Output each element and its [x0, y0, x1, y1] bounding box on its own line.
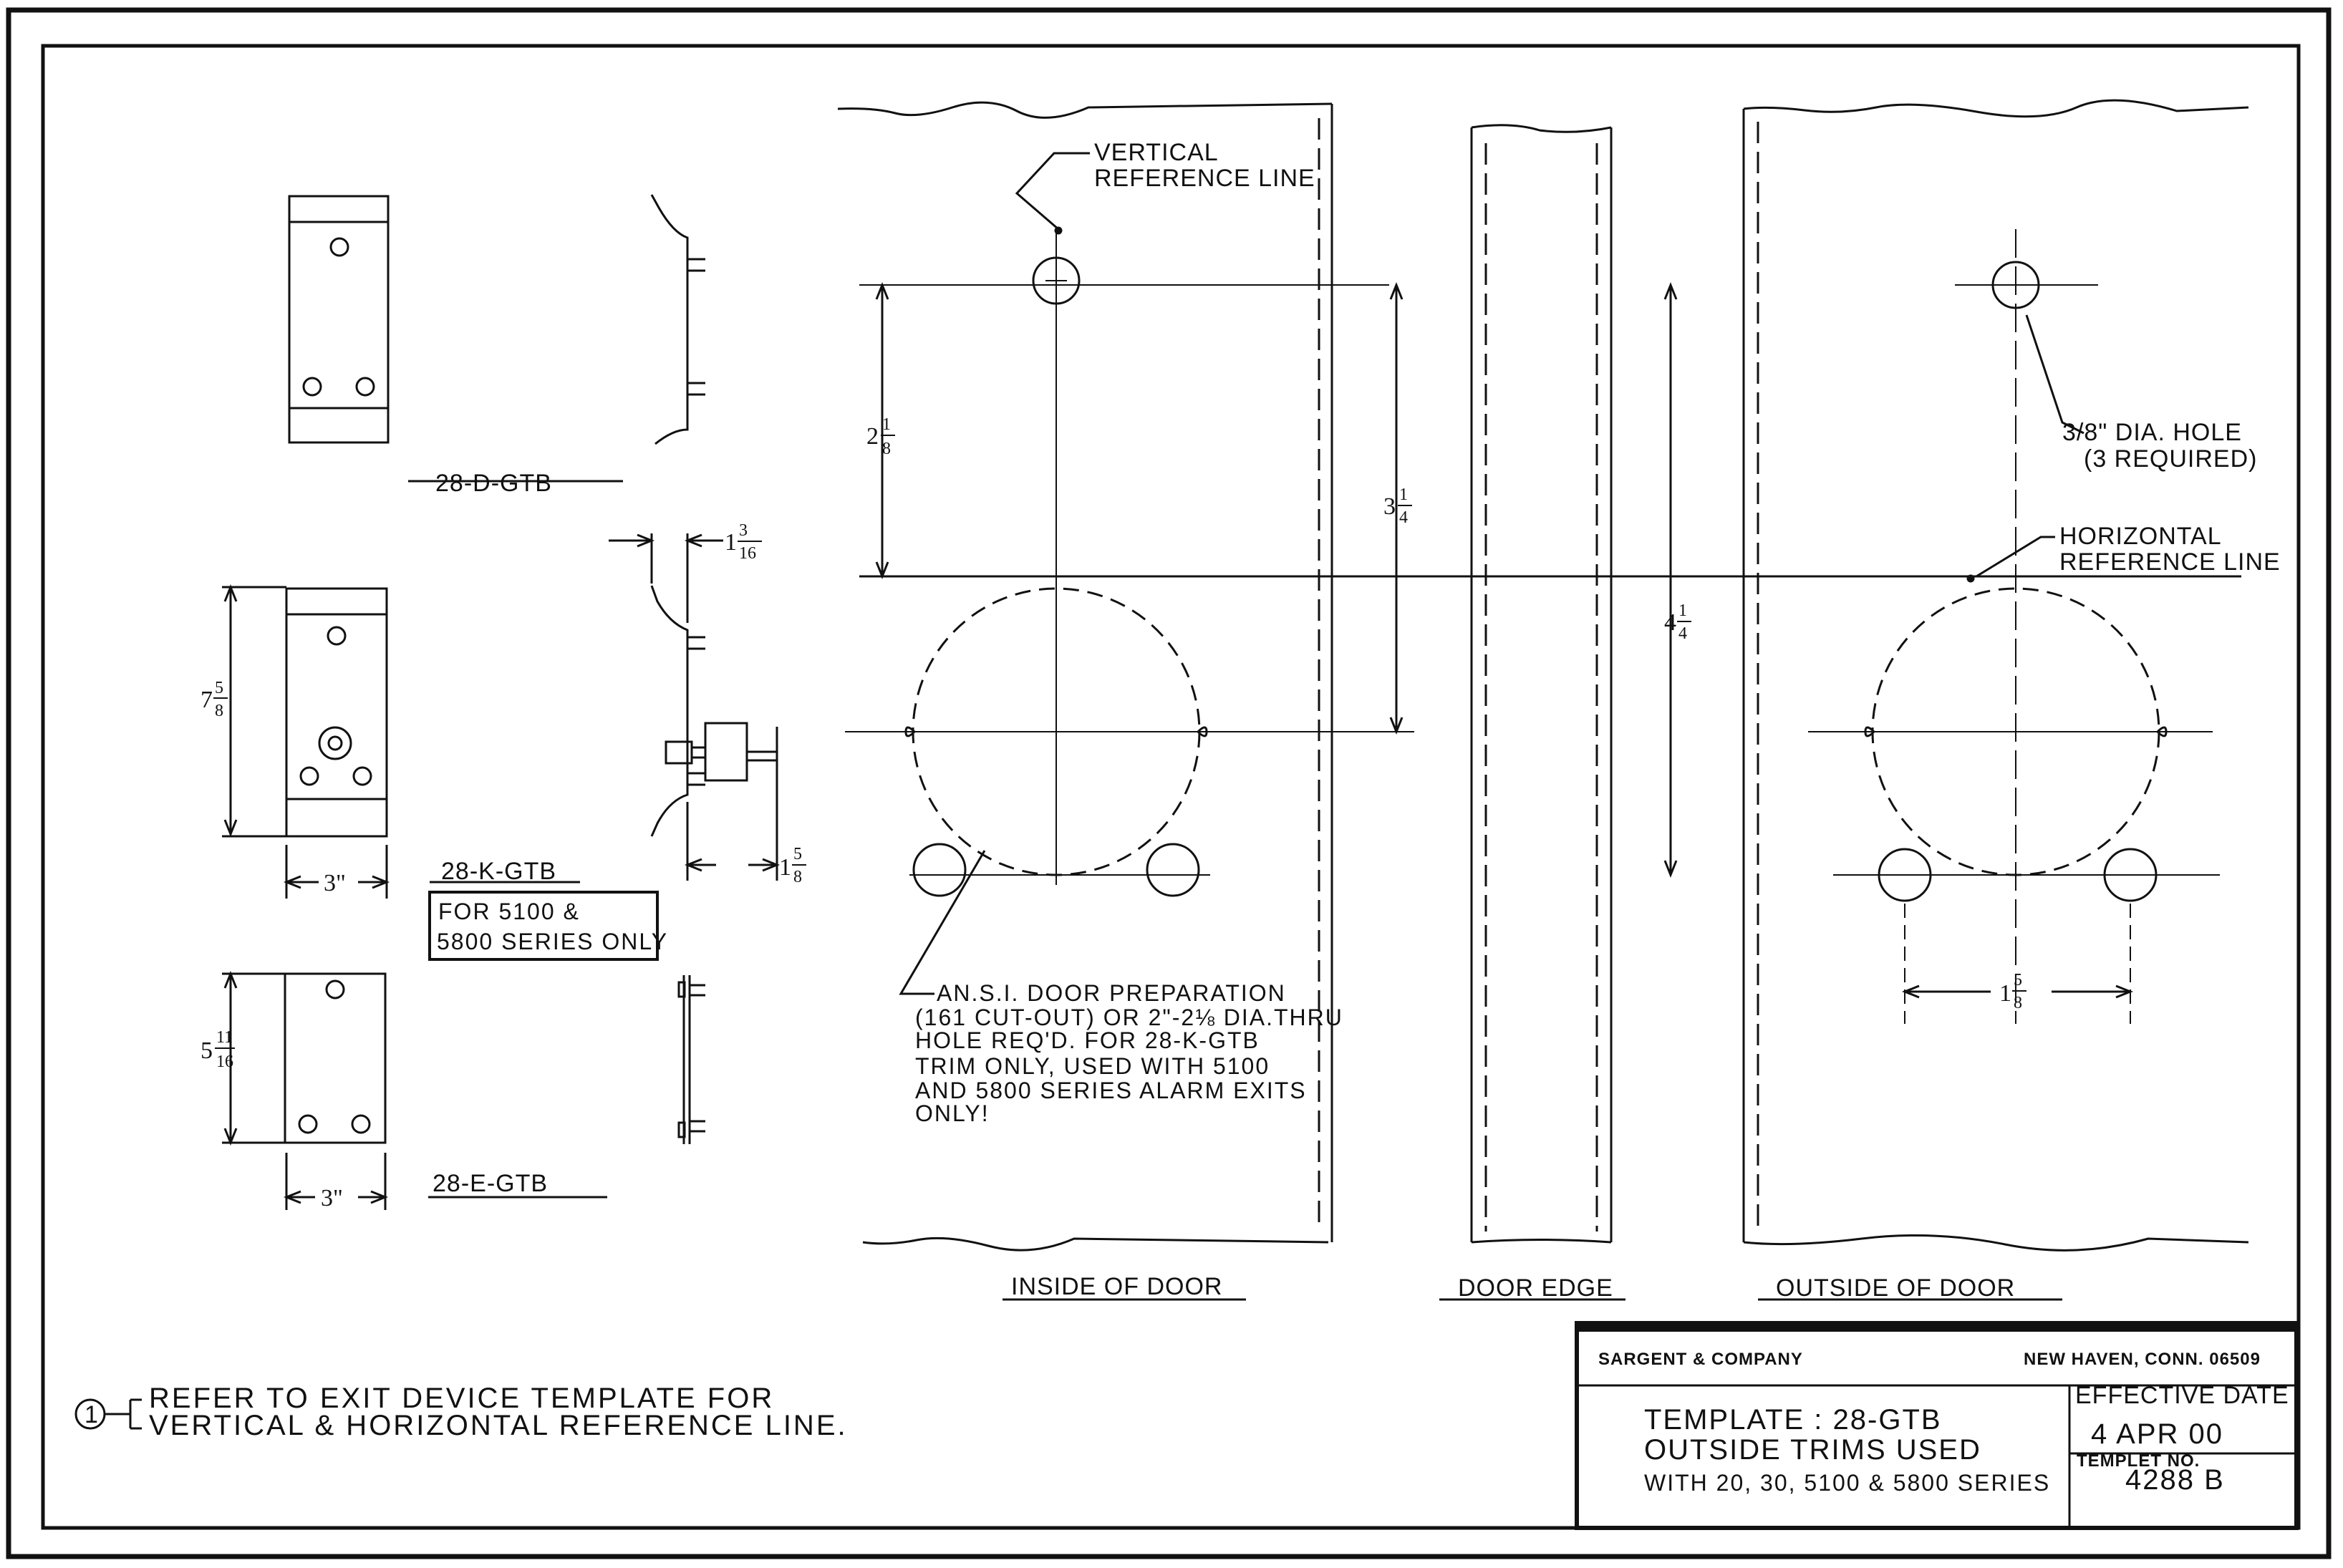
- footnote: 1 REFER TO EXIT DEVICE TEMPLATE FOR VERT…: [74, 1383, 848, 1441]
- e-height-den: 16: [216, 1052, 233, 1071]
- ansi-note-line: ONLY!: [915, 1100, 990, 1126]
- e-height-whole: 5: [201, 1037, 213, 1064]
- door-edge-label: DOOR EDGE: [1458, 1274, 1613, 1302]
- dim-b-num: 1: [1399, 485, 1408, 504]
- trim-28-e-gtb: [222, 970, 705, 1210]
- template-series: WITH 20, 30, 5100 & 5800 SERIES: [1644, 1470, 2050, 1496]
- k-note-line1: FOR 5100 &: [438, 899, 580, 924]
- inside-of-door-view: [837, 101, 2241, 1252]
- horizontal-ref-label-2: REFERENCE LINE: [2059, 548, 2281, 576]
- k-cylinder-num: 5: [793, 845, 802, 863]
- title-block: SARGENT & COMPANY NEW HAVEN, CONN. 06509…: [1575, 1321, 2299, 1530]
- outside-of-door-view: [1742, 99, 2249, 1252]
- dim-b-den: 4: [1399, 508, 1408, 527]
- dim-c-num: 1: [1678, 601, 1687, 620]
- horizontal-ref-label-1: HORIZONTAL: [2059, 523, 2222, 550]
- hole-note-line2: (3 REQUIRED): [2084, 445, 2257, 473]
- k-height-whole: 7: [201, 687, 213, 713]
- door-edge-view: [1470, 124, 1678, 1244]
- dim-d-num: 5: [2014, 971, 2022, 989]
- k-projection-num: 3: [739, 521, 748, 540]
- template-subtitle: OUTSIDE TRIMS USED: [1644, 1434, 1981, 1466]
- inner-border: [41, 44, 2301, 1530]
- templet-no: 4288 B: [2125, 1464, 2225, 1496]
- trim-28-k-gtb: [222, 533, 781, 899]
- company-location: NEW HAVEN, CONN. 06509: [2024, 1350, 2261, 1369]
- template-title: TEMPLATE : 28-GTB: [1644, 1404, 1942, 1436]
- label-28-e-gtb: 28-E-GTB: [433, 1170, 548, 1197]
- dim-b-whole: 3: [1383, 493, 1396, 520]
- footnote-line2: VERTICAL & HORIZONTAL REFERENCE LINE.: [149, 1410, 848, 1441]
- effective-date-label: EFFECTIVE DATE: [2075, 1382, 2289, 1409]
- k-cylinder-den: 8: [793, 868, 802, 886]
- ansi-note-line: TRIM ONLY, USED WITH 5100: [915, 1053, 1270, 1079]
- dim-c-den: 4: [1678, 624, 1687, 643]
- footnote-line1: REFER TO EXIT DEVICE TEMPLATE FOR: [149, 1383, 774, 1414]
- dim-d-whole: 1: [1999, 980, 2011, 1007]
- ansi-note-line: AN.S.I. DOOR PREPARATION: [937, 980, 1286, 1006]
- label-28-d-gtb: 28-D-GTB: [435, 470, 552, 497]
- dim-a-whole: 2: [866, 423, 879, 450]
- effective-date: 4 APR 00: [2091, 1418, 2223, 1450]
- company-name: SARGENT & COMPANY: [1598, 1350, 1803, 1369]
- k-height-num: 5: [215, 679, 223, 697]
- ansi-note-line: AND 5800 SERIES ALARM EXITS: [915, 1078, 1307, 1103]
- footnote-marker: 1: [84, 1401, 99, 1428]
- k-cylinder-whole: 1: [779, 854, 791, 881]
- k-projection-den: 16: [739, 544, 756, 563]
- k-note-line2: 5800 SERIES ONLY: [437, 929, 668, 954]
- label-28-k-gtb: 28-K-GTB: [441, 858, 556, 885]
- k-series-note-box: [428, 891, 659, 961]
- k-projection-whole: 1: [725, 529, 737, 556]
- outside-of-door-label: OUTSIDE OF DOOR: [1776, 1274, 2015, 1302]
- templet-no-label: TEMPLET NO.: [2077, 1451, 2200, 1471]
- dim-a-den: 8: [882, 440, 891, 458]
- e-height-num: 11: [216, 1028, 233, 1047]
- vertical-ref-label-1: VERTICAL: [1094, 139, 1219, 166]
- e-width: 3": [321, 1185, 343, 1211]
- ansi-note-line: (161 CUT-OUT) OR 2"-2⅛ DIA.THRU: [915, 1005, 1343, 1030]
- ansi-note-line: HOLE REQ'D. FOR 28-K-GTB: [915, 1027, 1260, 1053]
- outer-border: [6, 7, 2332, 1559]
- inside-of-door-label: INSIDE OF DOOR: [1011, 1273, 1222, 1300]
- ansi-note: AN.S.I. DOOR PREPARATION (161 CUT-OUT) O…: [915, 980, 1343, 1126]
- dim-c-whole: 4: [1664, 609, 1676, 636]
- k-width: 3": [324, 870, 346, 896]
- dim-a-num: 1: [882, 415, 891, 434]
- hole-note-line1: 3/8" DIA. HOLE: [2062, 419, 2242, 446]
- k-height-den: 8: [215, 702, 223, 720]
- dim-d-den: 8: [2014, 994, 2022, 1012]
- vertical-ref-label-2: REFERENCE LINE: [1094, 165, 1315, 192]
- trim-28-d-gtb: [288, 194, 705, 445]
